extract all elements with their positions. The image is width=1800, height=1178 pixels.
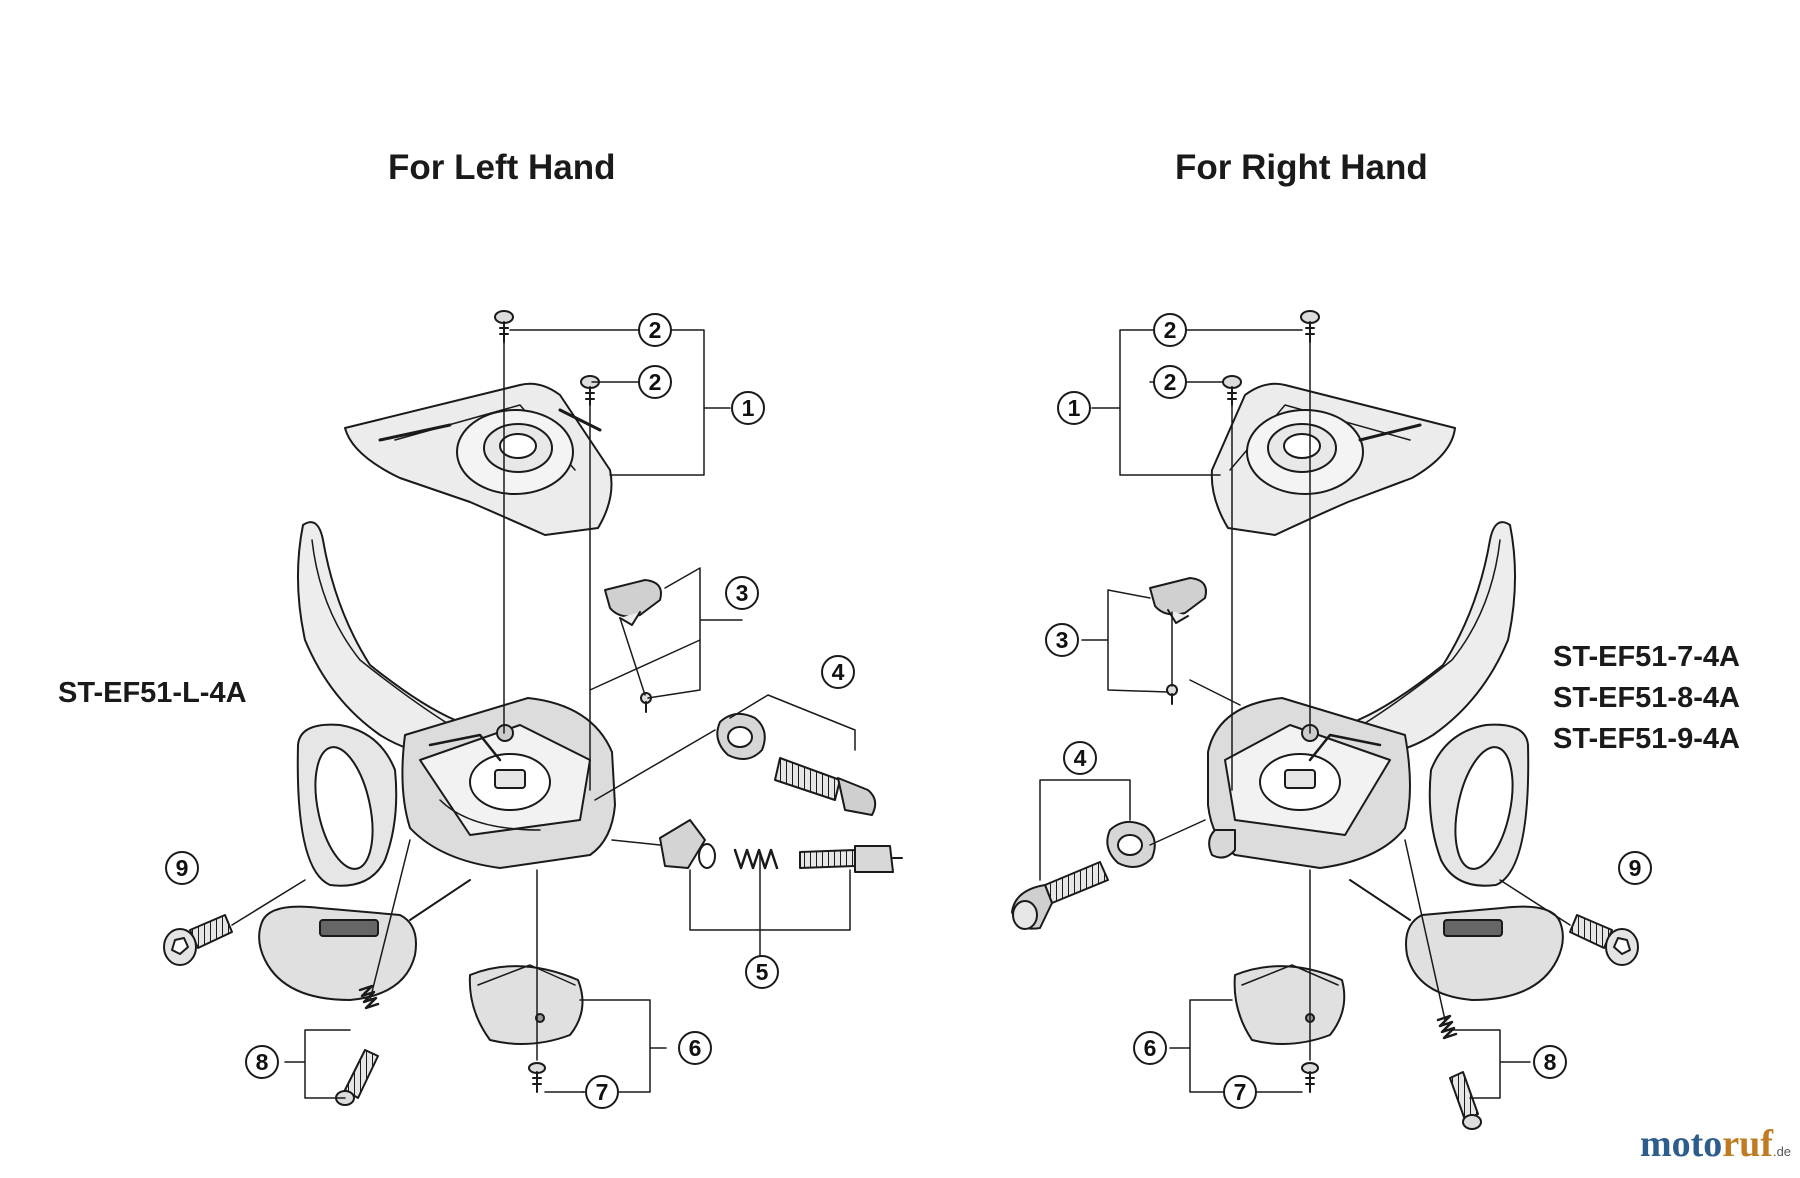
callout-left-2a-label: 2	[649, 317, 662, 343]
callout-right-2a-label: 2	[1164, 317, 1177, 343]
callout-right-4-label: 4	[1074, 745, 1087, 771]
callout-right-3: 3	[1045, 623, 1079, 657]
left-spring-5	[733, 848, 779, 870]
callout-right-8-label: 8	[1544, 1049, 1557, 1075]
callout-right-4: 4	[1063, 741, 1097, 775]
callout-right-8: 8	[1533, 1045, 1567, 1079]
heading-left-hand: For Left Hand	[388, 148, 616, 187]
left-top-cover	[344, 382, 613, 536]
callout-left-5-label: 5	[756, 959, 769, 985]
callout-left-6-label: 6	[689, 1035, 702, 1061]
callout-right-2b-label: 2	[1164, 369, 1177, 395]
callout-left-8-label: 8	[256, 1049, 269, 1075]
callout-right-1-label: 1	[1068, 395, 1081, 421]
left-indicator-cap	[604, 579, 662, 626]
right-bottom-cap	[1233, 964, 1346, 1045]
callout-left-8: 8	[245, 1045, 279, 1079]
left-shifter-assembly	[163, 310, 903, 1106]
logo-text-moto: moto	[1640, 1123, 1723, 1165]
right-handlebar-clamp	[1428, 723, 1530, 887]
callout-left-9: 9	[165, 851, 199, 885]
callout-left-1: 1	[731, 391, 765, 425]
model-label-right-3: ST-EF51-9-4A	[1553, 723, 1740, 755]
callout-left-4-label: 4	[832, 659, 845, 685]
callout-left-1-label: 1	[742, 395, 755, 421]
left-screw-7	[528, 1062, 546, 1093]
logo-text-tld: .de	[1772, 1144, 1792, 1159]
callout-right-6: 6	[1133, 1031, 1167, 1065]
right-adjuster-nut	[1106, 820, 1156, 868]
right-shifter-body	[1207, 697, 1411, 869]
heading-right-hand: For Right Hand	[1175, 148, 1428, 187]
callout-left-3: 3	[725, 576, 759, 610]
left-callouts: 2 2 1 3 4 5 6 7 8 9	[165, 313, 855, 1109]
right-screw-7	[1301, 1062, 1319, 1093]
right-release-lever	[1349, 879, 1564, 1001]
callout-right-1: 1	[1057, 391, 1091, 425]
callout-left-4: 4	[821, 655, 855, 689]
right-screw-3	[1166, 684, 1178, 705]
callout-left-3-label: 3	[736, 580, 749, 606]
callout-right-7-label: 7	[1234, 1079, 1247, 1105]
callout-right-9: 9	[1618, 851, 1652, 885]
callout-right-6-label: 6	[1144, 1035, 1157, 1061]
right-cable-bolt	[1208, 829, 1236, 859]
left-handlebar-clamp	[296, 723, 398, 887]
right-screw-top-2	[1222, 375, 1242, 406]
model-label-right-2: ST-EF51-8-4A	[1553, 682, 1740, 714]
callout-right-7: 7	[1223, 1075, 1257, 1109]
left-spring-8	[335, 984, 380, 1106]
motoruf-logo: motoruf.de	[1640, 1122, 1791, 1166]
right-top-cover	[1210, 382, 1456, 536]
left-adjuster-bolt	[774, 757, 877, 816]
callout-left-9-label: 9	[176, 855, 189, 881]
model-label-right-1: ST-EF51-7-4A	[1553, 641, 1740, 673]
right-shifter-assembly	[1011, 310, 1639, 1130]
left-shifter-body	[401, 697, 616, 869]
left-cable-bolt	[799, 845, 903, 873]
model-label-left-1: ST-EF51-L-4A	[58, 677, 247, 709]
callout-left-6: 6	[678, 1031, 712, 1065]
right-callouts: 2 2 1 3 4 6 7 8 9	[1045, 313, 1652, 1109]
left-clamp-bolt	[163, 914, 233, 966]
callout-left-2b: 2	[638, 365, 672, 399]
left-release-lever	[258, 879, 471, 1001]
callout-left-2b-label: 2	[649, 369, 662, 395]
left-adjuster-nut	[716, 712, 766, 760]
left-bottom-cap	[468, 964, 584, 1045]
right-indicator-cap	[1149, 577, 1207, 624]
left-screw-top-2	[580, 375, 600, 406]
callout-left-7-label: 7	[596, 1079, 609, 1105]
left-screw-top-1	[494, 310, 514, 343]
callout-right-9-label: 9	[1629, 855, 1642, 881]
model-label-right: ST-EF51-7-4A ST-EF51-8-4A ST-EF51-9-4A	[1553, 637, 1740, 760]
callout-left-5: 5	[745, 955, 779, 989]
logo-text-ruf: ruf	[1722, 1123, 1773, 1165]
left-screw-3	[640, 692, 652, 713]
callout-left-7: 7	[585, 1075, 619, 1109]
right-brake-lever	[1347, 521, 1517, 754]
callout-left-2a: 2	[638, 313, 672, 347]
right-clamp-bolt	[1569, 914, 1639, 966]
callout-right-2b: 2	[1153, 365, 1187, 399]
left-brake-lever	[296, 521, 466, 754]
callout-right-3-label: 3	[1056, 627, 1069, 653]
left-barrel-adjuster	[659, 819, 716, 869]
model-label-left: ST-EF51-L-4A	[58, 673, 247, 714]
callout-right-2a: 2	[1153, 313, 1187, 347]
right-screw-top-1	[1300, 310, 1320, 343]
right-adjuster-bolt	[1011, 861, 1109, 930]
right-spring-8	[1436, 1014, 1482, 1130]
